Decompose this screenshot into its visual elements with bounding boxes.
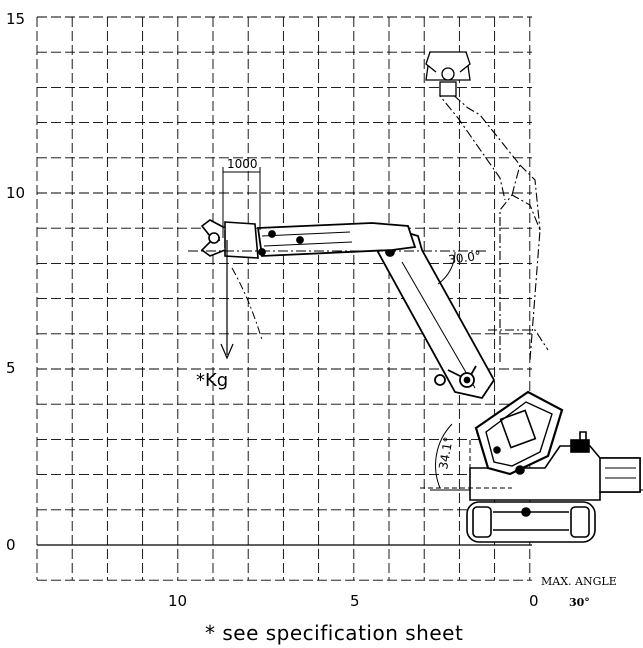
y-axis-labels: 15 10 5 0 — [6, 10, 25, 554]
y-tick-10: 10 — [6, 184, 25, 202]
y-tick-15: 15 — [6, 10, 25, 28]
crusher-attachment — [200, 219, 259, 259]
dimension-1000-label: 1000 — [227, 157, 258, 171]
boom-angle-label: 30.0° — [447, 249, 481, 267]
boom-angle-indicator — [188, 250, 488, 285]
dimension-1000 — [222, 167, 261, 238]
x-tick-0: 0 — [529, 592, 539, 610]
x-tick-10: 10 — [168, 592, 187, 610]
load-arrow — [220, 240, 234, 360]
footnote: * see specification sheet — [205, 621, 463, 645]
raised-position-outline — [439, 91, 549, 362]
base-angle-indicator — [420, 423, 512, 500]
base-angle-label: 34.1° — [436, 436, 455, 471]
x-tick-5: 5 — [350, 592, 360, 610]
max-angle-label: MAX. ANGLE — [541, 575, 617, 588]
max-angle-value: 30° — [569, 596, 590, 609]
excavator-body — [469, 390, 641, 501]
raised-crusher — [425, 51, 471, 97]
dipper-arm — [256, 222, 417, 257]
load-label: *Kg — [196, 370, 228, 391]
swing-arc — [231, 267, 263, 341]
x-axis-labels: 10 5 0 — [168, 592, 539, 610]
grid — [36, 16, 532, 581]
y-tick-5: 5 — [6, 359, 16, 377]
y-tick-0: 0 — [6, 536, 16, 554]
